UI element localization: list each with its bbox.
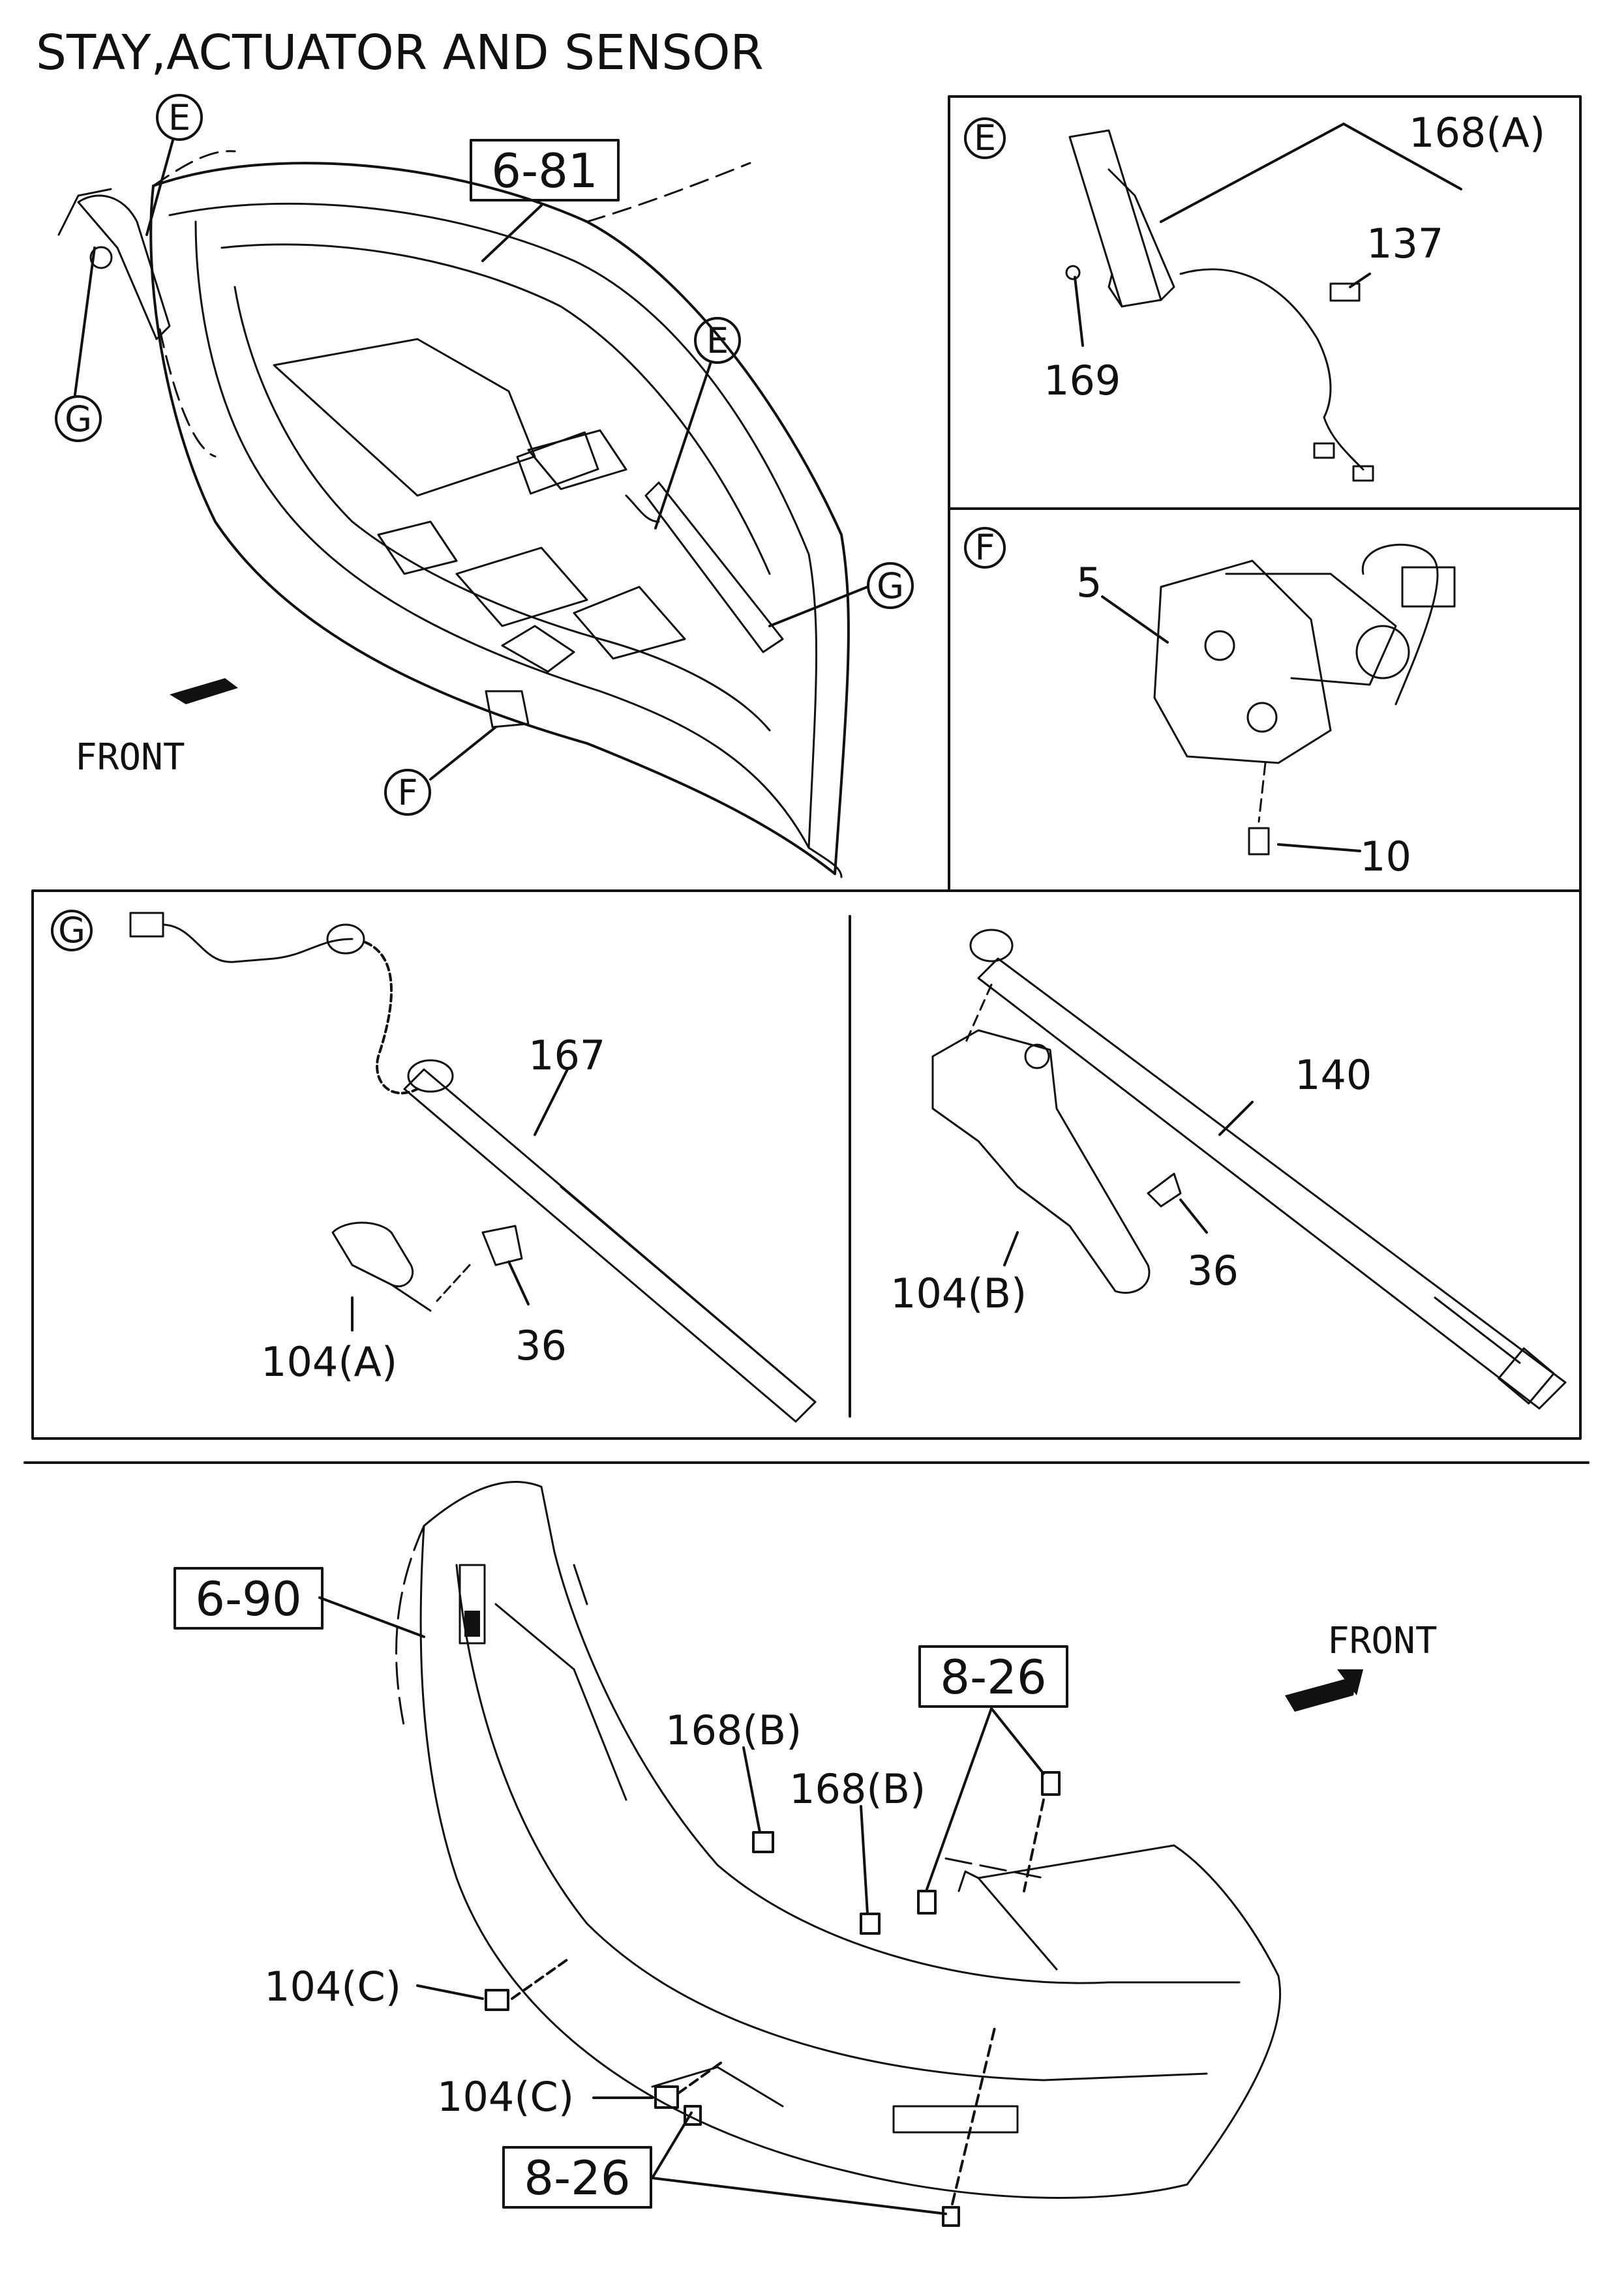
leader-168b-2 (860, 1805, 869, 1915)
leader-8-26-bottom-dash (951, 2027, 996, 2205)
callout-circle-g-left (55, 395, 102, 442)
leader-10 (1277, 843, 1361, 852)
clip-top-right (1041, 1771, 1061, 1796)
bumper-drawing (395, 1481, 1282, 2199)
leader-8-26-bottom-b (651, 2177, 947, 2215)
front-arrow-bottom (1285, 1676, 1357, 1712)
leader-168a-a (1160, 123, 1345, 223)
label-167: 167 (528, 1032, 605, 1079)
label-5: 5 (1076, 559, 1102, 606)
front-arrow-bottom-head (1337, 1669, 1363, 1695)
panel-g-right-drawing (931, 929, 1567, 1410)
leader-6-90 (318, 1596, 425, 1638)
diagram-title: STAY,ACTUATOR AND SENSOR (36, 25, 764, 81)
leader-f (429, 726, 497, 781)
callout-g-panel: G (58, 910, 85, 951)
leader-104b (1003, 1231, 1019, 1266)
leader-5 (1101, 595, 1169, 644)
callout-circle-e-mid (694, 317, 741, 364)
callout-circle-g-right (867, 562, 914, 609)
label-104a: 104(A) (261, 1338, 397, 1386)
callout-circle-e-top (156, 94, 203, 141)
leader-8-26-top-a (925, 1707, 993, 1892)
ref-box-6-90 (173, 1567, 324, 1630)
part-168b-2 (860, 1913, 881, 1935)
callout-e-top: E (168, 97, 190, 138)
ref-8-26-top: 8-26 (940, 1650, 1046, 1705)
leader-104c-1-dash (511, 1958, 569, 2000)
callout-e-mid: E (706, 320, 729, 361)
panel-g-border (31, 889, 1582, 1440)
panel-g-left-drawing (129, 912, 817, 1423)
callout-f-panel: F (974, 527, 995, 568)
clip-bottom-left (684, 2105, 702, 2126)
leader-36-right (1179, 1199, 1208, 1234)
callout-g-left: G (65, 398, 92, 440)
callout-circle-g-panel (51, 910, 93, 951)
label-168b-1: 168(B) (665, 1707, 802, 1754)
leader-104c-2-dash (677, 2059, 725, 2095)
ref-box-8-26-bottom (502, 2146, 652, 2209)
label-169: 169 (1044, 357, 1121, 404)
leader-8-26-top-b (990, 1707, 1045, 1775)
leader-168a-b (1342, 123, 1462, 190)
label-10: 10 (1360, 833, 1411, 880)
label-104c-1: 104(C) (264, 1963, 401, 2010)
label-104c-2: 104(C) (437, 2073, 574, 2121)
leader-137 (1349, 273, 1371, 288)
label-168b-2: 168(B) (789, 1765, 926, 1813)
callout-e-panel: E (974, 117, 996, 158)
part-168b-1 (752, 1831, 774, 1853)
leader-8-26-top-dash (1023, 1798, 1045, 1892)
panel-f-drawing (1153, 543, 1456, 856)
leader-36-left (507, 1260, 530, 1305)
leader-140 (1218, 1101, 1254, 1136)
label-140: 140 (1295, 1051, 1372, 1099)
leader-104c-1 (416, 1984, 484, 2000)
panel-e-drawing (1065, 129, 1374, 482)
ref-8-26-bottom: 8-26 (524, 2151, 630, 2205)
leader-g-right (768, 586, 869, 627)
callout-f: F (397, 772, 417, 813)
tailgate-drawing (57, 150, 850, 878)
leader-6-81 (481, 204, 543, 262)
part-104c-2 (654, 2085, 679, 2109)
leader-168b-1 (742, 1746, 761, 1834)
callout-circle-e-panel (964, 117, 1006, 159)
leader-g-left (74, 246, 96, 396)
ref-box-8-26-top (918, 1645, 1068, 1708)
leader-e-mid (654, 361, 712, 529)
front-label-bottom: FRONT (1327, 1620, 1438, 1662)
leader-167 (534, 1068, 569, 1136)
front-label-top: FRONT (75, 736, 185, 779)
callout-g-right: G (877, 565, 904, 606)
leader-169 (1074, 276, 1084, 347)
callout-circle-f (384, 769, 431, 816)
callout-circle-f-panel (964, 527, 1006, 569)
label-104b: 104(B) (890, 1270, 1027, 1317)
front-arrow-top (170, 678, 238, 704)
label-36-left: 36 (515, 1322, 567, 1369)
ref-box-6-81 (470, 139, 620, 201)
clip-bottom-right (942, 2206, 960, 2227)
ref-6-81: 6-81 (491, 143, 597, 198)
leader-e-top (145, 139, 174, 236)
part-104c-1 (485, 1989, 509, 2011)
label-137: 137 (1366, 220, 1443, 267)
clip-top-left (917, 1890, 937, 1915)
label-168a: 168(A) (1409, 109, 1545, 157)
label-36-right: 36 (1187, 1247, 1239, 1294)
ref-6-90: 6-90 (195, 1572, 301, 1626)
